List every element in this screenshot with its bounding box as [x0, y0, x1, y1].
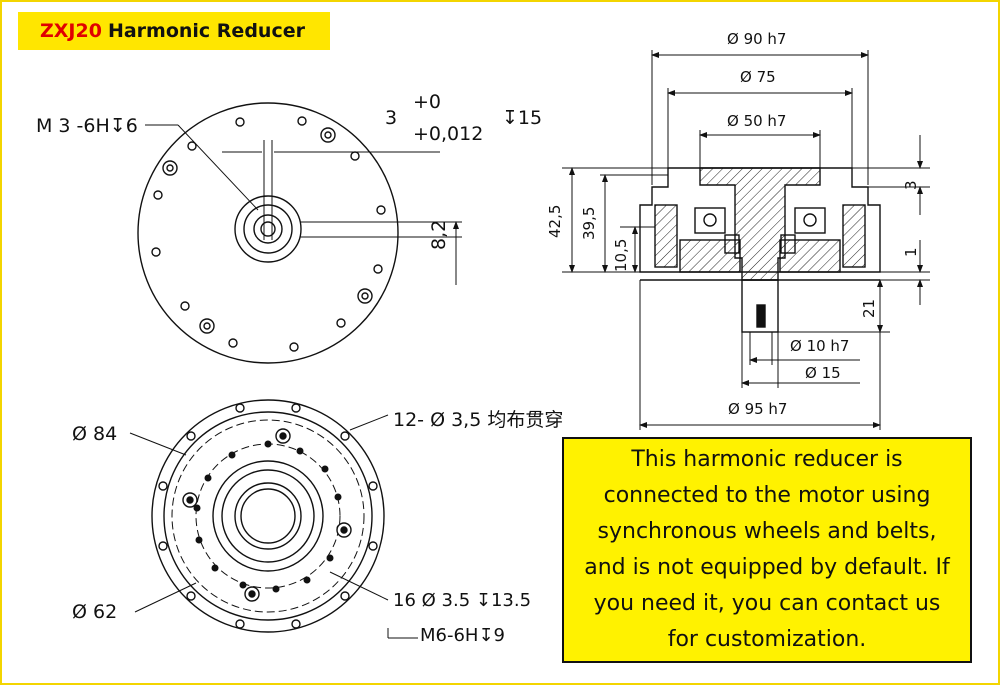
flange-hole: [350, 151, 360, 161]
through-hole: [186, 431, 196, 441]
tolerance-upper: +0: [413, 91, 442, 113]
bore-mid: [221, 469, 315, 563]
dim-h10: 10,5: [612, 238, 630, 272]
rim-ring: [163, 411, 373, 621]
through-hole: [291, 403, 301, 413]
title-badge: ZXJ20 Harmonic Reducer: [18, 12, 330, 50]
tapped-hole-callout: M6-6H↧9: [420, 625, 505, 646]
outer-rim: [151, 399, 385, 633]
dim-h21: 21: [860, 298, 878, 318]
flange-hole: [180, 301, 190, 311]
through-hole: [340, 431, 350, 441]
bore-inner: [234, 482, 302, 550]
through-hole: [235, 403, 245, 413]
inner-holes: [193, 440, 344, 593]
inner-pcd-dim: Ø 62: [72, 601, 118, 623]
product-name: Harmonic Reducer: [107, 20, 305, 42]
flange-hole: [289, 342, 299, 352]
key-height-dim: 8,2: [428, 219, 450, 250]
hub-ring: [243, 204, 293, 254]
bottom-leaders: [129, 414, 418, 639]
through-hole: [291, 619, 301, 629]
customization-note: This harmonic reducer is connected to th…: [562, 437, 972, 663]
dim-d50: Ø 50 h7: [727, 112, 787, 130]
dim-d75: Ø 75: [740, 68, 776, 86]
tapped-holes: [182, 428, 352, 602]
flange-hole: [297, 116, 307, 126]
dim-d10: Ø 10 h7: [790, 337, 850, 355]
dim-h42: 42,5: [546, 204, 564, 238]
dim-d90: Ø 90 h7: [727, 30, 787, 48]
flange-hole: [151, 247, 161, 257]
hub-outer: [234, 195, 302, 263]
flange-hole: [373, 264, 383, 274]
depth-dim: ↧15: [502, 107, 543, 129]
dim-h1: 1: [902, 247, 920, 257]
dim-h3: 3: [902, 180, 920, 190]
hub-inner: [253, 214, 283, 244]
section-view: [639, 167, 881, 333]
through-hole: [158, 481, 168, 491]
through-hole: [186, 591, 196, 601]
dim-d15: Ø 15: [805, 364, 841, 382]
through-hole-callout: 12- Ø 3,5 均布贯穿: [393, 409, 564, 431]
key-width-dim: 3: [385, 107, 398, 129]
counterbore-callout: 16 Ø 3.5 ↧13.5: [393, 590, 532, 611]
section-dimension-lines: [562, 50, 930, 430]
bolt-head: [320, 127, 336, 143]
through-hole: [235, 619, 245, 629]
top-view: [137, 102, 462, 364]
flange-hole: [187, 141, 197, 151]
flange-hole: [336, 318, 346, 328]
through-hole: [368, 541, 378, 551]
flange-hole: [228, 338, 238, 348]
dim-d95: Ø 95 h7: [728, 400, 788, 418]
thread-callout: M 3 -6H↧6: [36, 115, 138, 137]
pcd-84: [171, 419, 365, 613]
flange-hole: [376, 205, 386, 215]
model-code: ZXJ20: [40, 20, 102, 42]
dim-h39: 39,5: [580, 206, 598, 240]
bolt-head: [357, 288, 373, 304]
flange-hole: [235, 117, 245, 127]
outer-pcd-dim: Ø 84: [72, 423, 118, 445]
bottom-view: [151, 399, 385, 633]
through-hole: [158, 541, 168, 551]
through-hole: [368, 481, 378, 491]
tolerance-lower: +0,012: [413, 123, 484, 145]
shaft-bore: [260, 221, 276, 237]
bore-outer: [212, 460, 324, 572]
flange-hole: [153, 190, 163, 200]
bore-core: [240, 488, 296, 544]
through-hole: [340, 591, 350, 601]
bolt-head: [199, 318, 215, 334]
bolt-head: [162, 160, 178, 176]
flange-outline: [137, 102, 399, 364]
